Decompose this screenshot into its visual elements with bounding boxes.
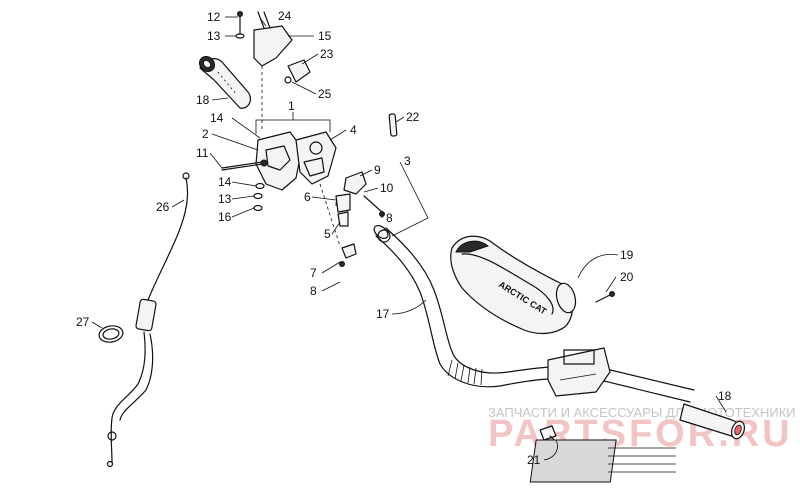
callouts: 12 24 13 15 23 25 18 1 14 2 4 22 3 11 9 …	[76, 9, 732, 467]
mirror-bracket	[235, 11, 311, 132]
left-grip	[198, 55, 252, 109]
callout-13-bottom: 13	[218, 192, 232, 206]
callout-8-upper: 8	[386, 211, 393, 225]
callout-20: 20	[620, 270, 634, 284]
right-control-block	[547, 347, 611, 397]
callout-16: 16	[218, 210, 232, 224]
callout-6: 6	[304, 190, 311, 204]
callout-27: 27	[76, 315, 90, 329]
callout-18-right: 18	[718, 389, 732, 403]
pin	[388, 113, 398, 137]
throttle-cable	[106, 172, 190, 468]
callout-2: 2	[202, 127, 209, 141]
callout-10: 10	[380, 181, 394, 195]
callout-17: 17	[376, 307, 390, 321]
callout-3: 3	[404, 154, 411, 168]
callout-11: 11	[196, 146, 209, 160]
leader-lines	[91, 16, 727, 461]
watermark-logo: PARTSFOR.RU	[488, 413, 793, 455]
callout-23: 23	[320, 47, 334, 61]
callout-1: 1	[288, 99, 295, 113]
callout-25: 25	[318, 87, 332, 101]
callout-8-lower: 8	[310, 284, 317, 298]
callout-19: 19	[620, 248, 634, 262]
callout-14-bottom: 14	[218, 175, 232, 189]
callout-15: 15	[318, 29, 332, 43]
hand-warmer	[529, 425, 676, 483]
callout-7: 7	[310, 266, 317, 280]
callout-24: 24	[278, 9, 292, 23]
switch-parts	[319, 171, 391, 267]
right-grip	[679, 403, 746, 440]
callout-12: 12	[207, 10, 221, 24]
callout-26: 26	[156, 200, 170, 214]
handlebar-pad: ARCTIC CAT	[450, 235, 615, 335]
callout-18-left: 18	[196, 93, 210, 107]
callout-13: 13	[207, 29, 221, 43]
callout-4: 4	[350, 123, 357, 137]
throttle-housing	[221, 131, 337, 212]
callout-21: 21	[527, 453, 541, 467]
cable-clamp	[98, 325, 124, 343]
callout-5: 5	[324, 227, 331, 241]
callout-22: 22	[406, 110, 420, 124]
callout-9: 9	[374, 163, 381, 177]
knurl	[447, 359, 483, 386]
callout-14-top: 14	[210, 111, 224, 125]
